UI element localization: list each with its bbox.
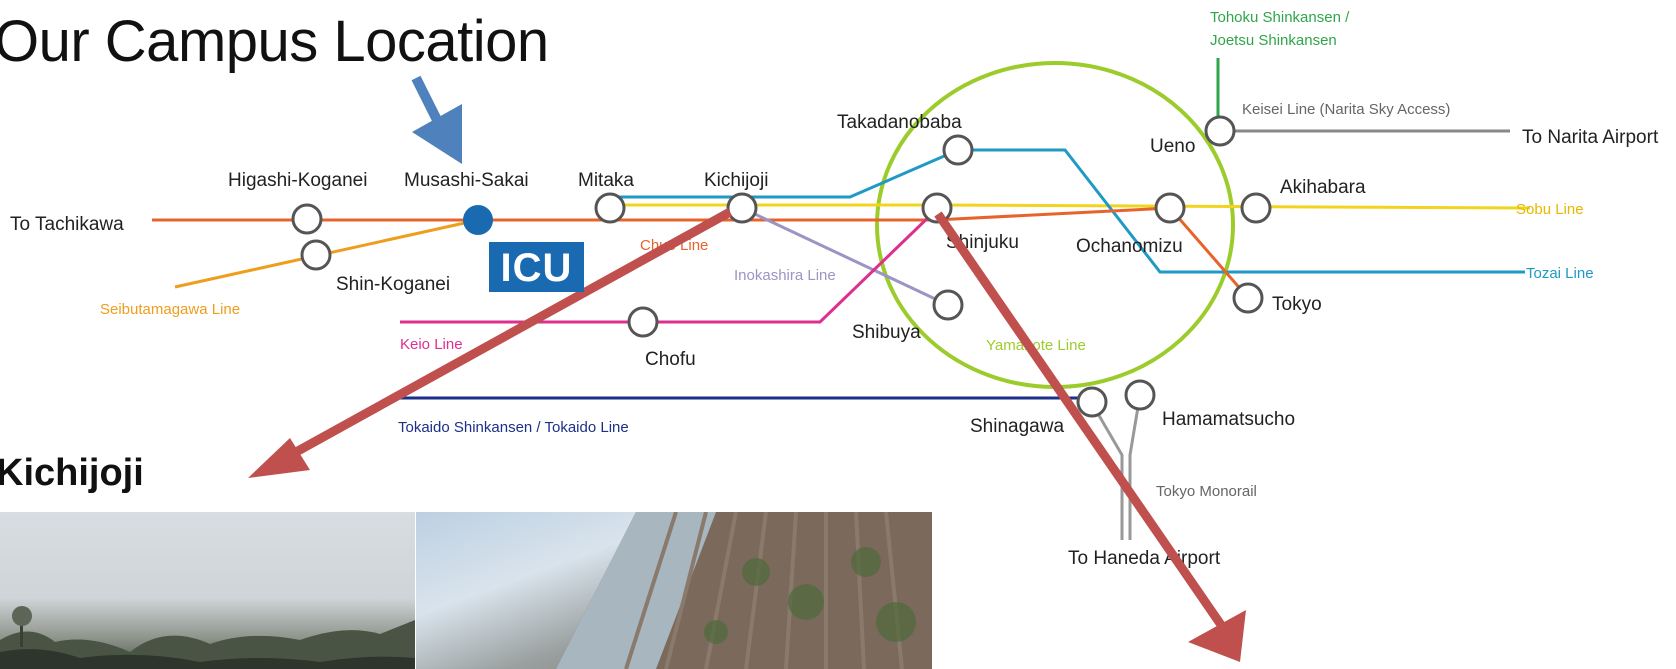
- station-label-shinagawa: Shinagawa: [970, 416, 1064, 437]
- station-marker-shin-koganei: [300, 239, 332, 271]
- station-marker-mitaka: [594, 192, 626, 224]
- station-marker-higashi-koganei: [291, 203, 323, 235]
- station-label-akihabara: Akihabara: [1280, 177, 1366, 198]
- page-title: Our Campus Location: [0, 9, 549, 74]
- station-marker-ueno: [1204, 115, 1236, 147]
- station-label-hamamatsucho: Hamamatsucho: [1162, 409, 1295, 430]
- monorail-line-2: [1128, 394, 1142, 540]
- station-marker-shibuya: [932, 289, 964, 321]
- station-label-kichijoji: Kichijoji: [704, 170, 768, 191]
- station-label-tokyo: Tokyo: [1272, 294, 1322, 315]
- line-label-tozai: Tozai Line: [1526, 265, 1594, 282]
- line-label-keisei: Keisei Line (Narita Sky Access): [1242, 101, 1450, 118]
- line-label-yamanote: Yamanote Line: [986, 337, 1086, 354]
- station-marker-ochanomizu: [1154, 192, 1186, 224]
- building-photo: [416, 512, 932, 669]
- red-arrow-kichijoji-icon: [248, 208, 733, 478]
- blue-arrow-icon: [411, 75, 462, 164]
- chuo-line: [152, 206, 1252, 301]
- station-marker-shinagawa: [1076, 386, 1108, 418]
- station-marker-chofu: [627, 306, 659, 338]
- station-label-takadanobaba: Takadanobaba: [837, 112, 962, 133]
- kichijoji-heading: Kichijoji: [0, 452, 144, 494]
- station-label-higashi-koganei: Higashi-Koganei: [228, 170, 367, 191]
- inokashira-line: [741, 206, 949, 307]
- park-photo: [0, 512, 415, 669]
- station-marker-kichijoji: [726, 192, 758, 224]
- station-label-musashi-sakai: Musashi-Sakai: [404, 170, 529, 191]
- station-marker-takadanobaba: [942, 134, 974, 166]
- line-label-monorail: Tokyo Monorail: [1156, 483, 1257, 500]
- station-marker-musashi-sakai: [463, 205, 493, 235]
- line-label-inokashira: Inokashira Line: [734, 267, 836, 284]
- station-label-shin-koganei: Shin-Koganei: [336, 274, 450, 295]
- monorail-line-1: [1088, 399, 1124, 540]
- station-label-ochanomizu: Ochanomizu: [1076, 236, 1183, 257]
- destination-tachikawa: To Tachikawa: [10, 214, 124, 235]
- destination-haneda: To Haneda Airport: [1068, 548, 1221, 569]
- station-marker-tokyo: [1232, 282, 1264, 314]
- line-label-keio: Keio Line: [400, 336, 463, 353]
- icu-logo: ICU: [489, 242, 584, 292]
- line-label-sobu: Sobu Line: [1516, 201, 1584, 218]
- tozai-line: [610, 148, 1525, 274]
- line-label-tokaido: Tokaido Shinkansen / Tokaido Line: [398, 419, 629, 436]
- station-label-shibuya: Shibuya: [852, 322, 921, 343]
- destination-narita: To Narita Airport: [1522, 127, 1659, 148]
- station-label-chofu: Chofu: [645, 349, 696, 370]
- station-label-mitaka: Mitaka: [578, 170, 634, 191]
- line-label-seibutamagawa: Seibutamagawa Line: [100, 301, 240, 318]
- sobu-line: [610, 203, 1531, 210]
- station-marker-akihabara: [1240, 192, 1272, 224]
- line-label-tohoku-2: Joetsu Shinkansen: [1210, 32, 1337, 49]
- station-label-ueno: Ueno: [1150, 136, 1195, 157]
- line-label-tohoku-1: Tohoku Shinkansen /: [1210, 9, 1350, 26]
- red-arrow-shinjuku-icon: [934, 211, 1246, 662]
- station-marker-hamamatsucho: [1124, 379, 1156, 411]
